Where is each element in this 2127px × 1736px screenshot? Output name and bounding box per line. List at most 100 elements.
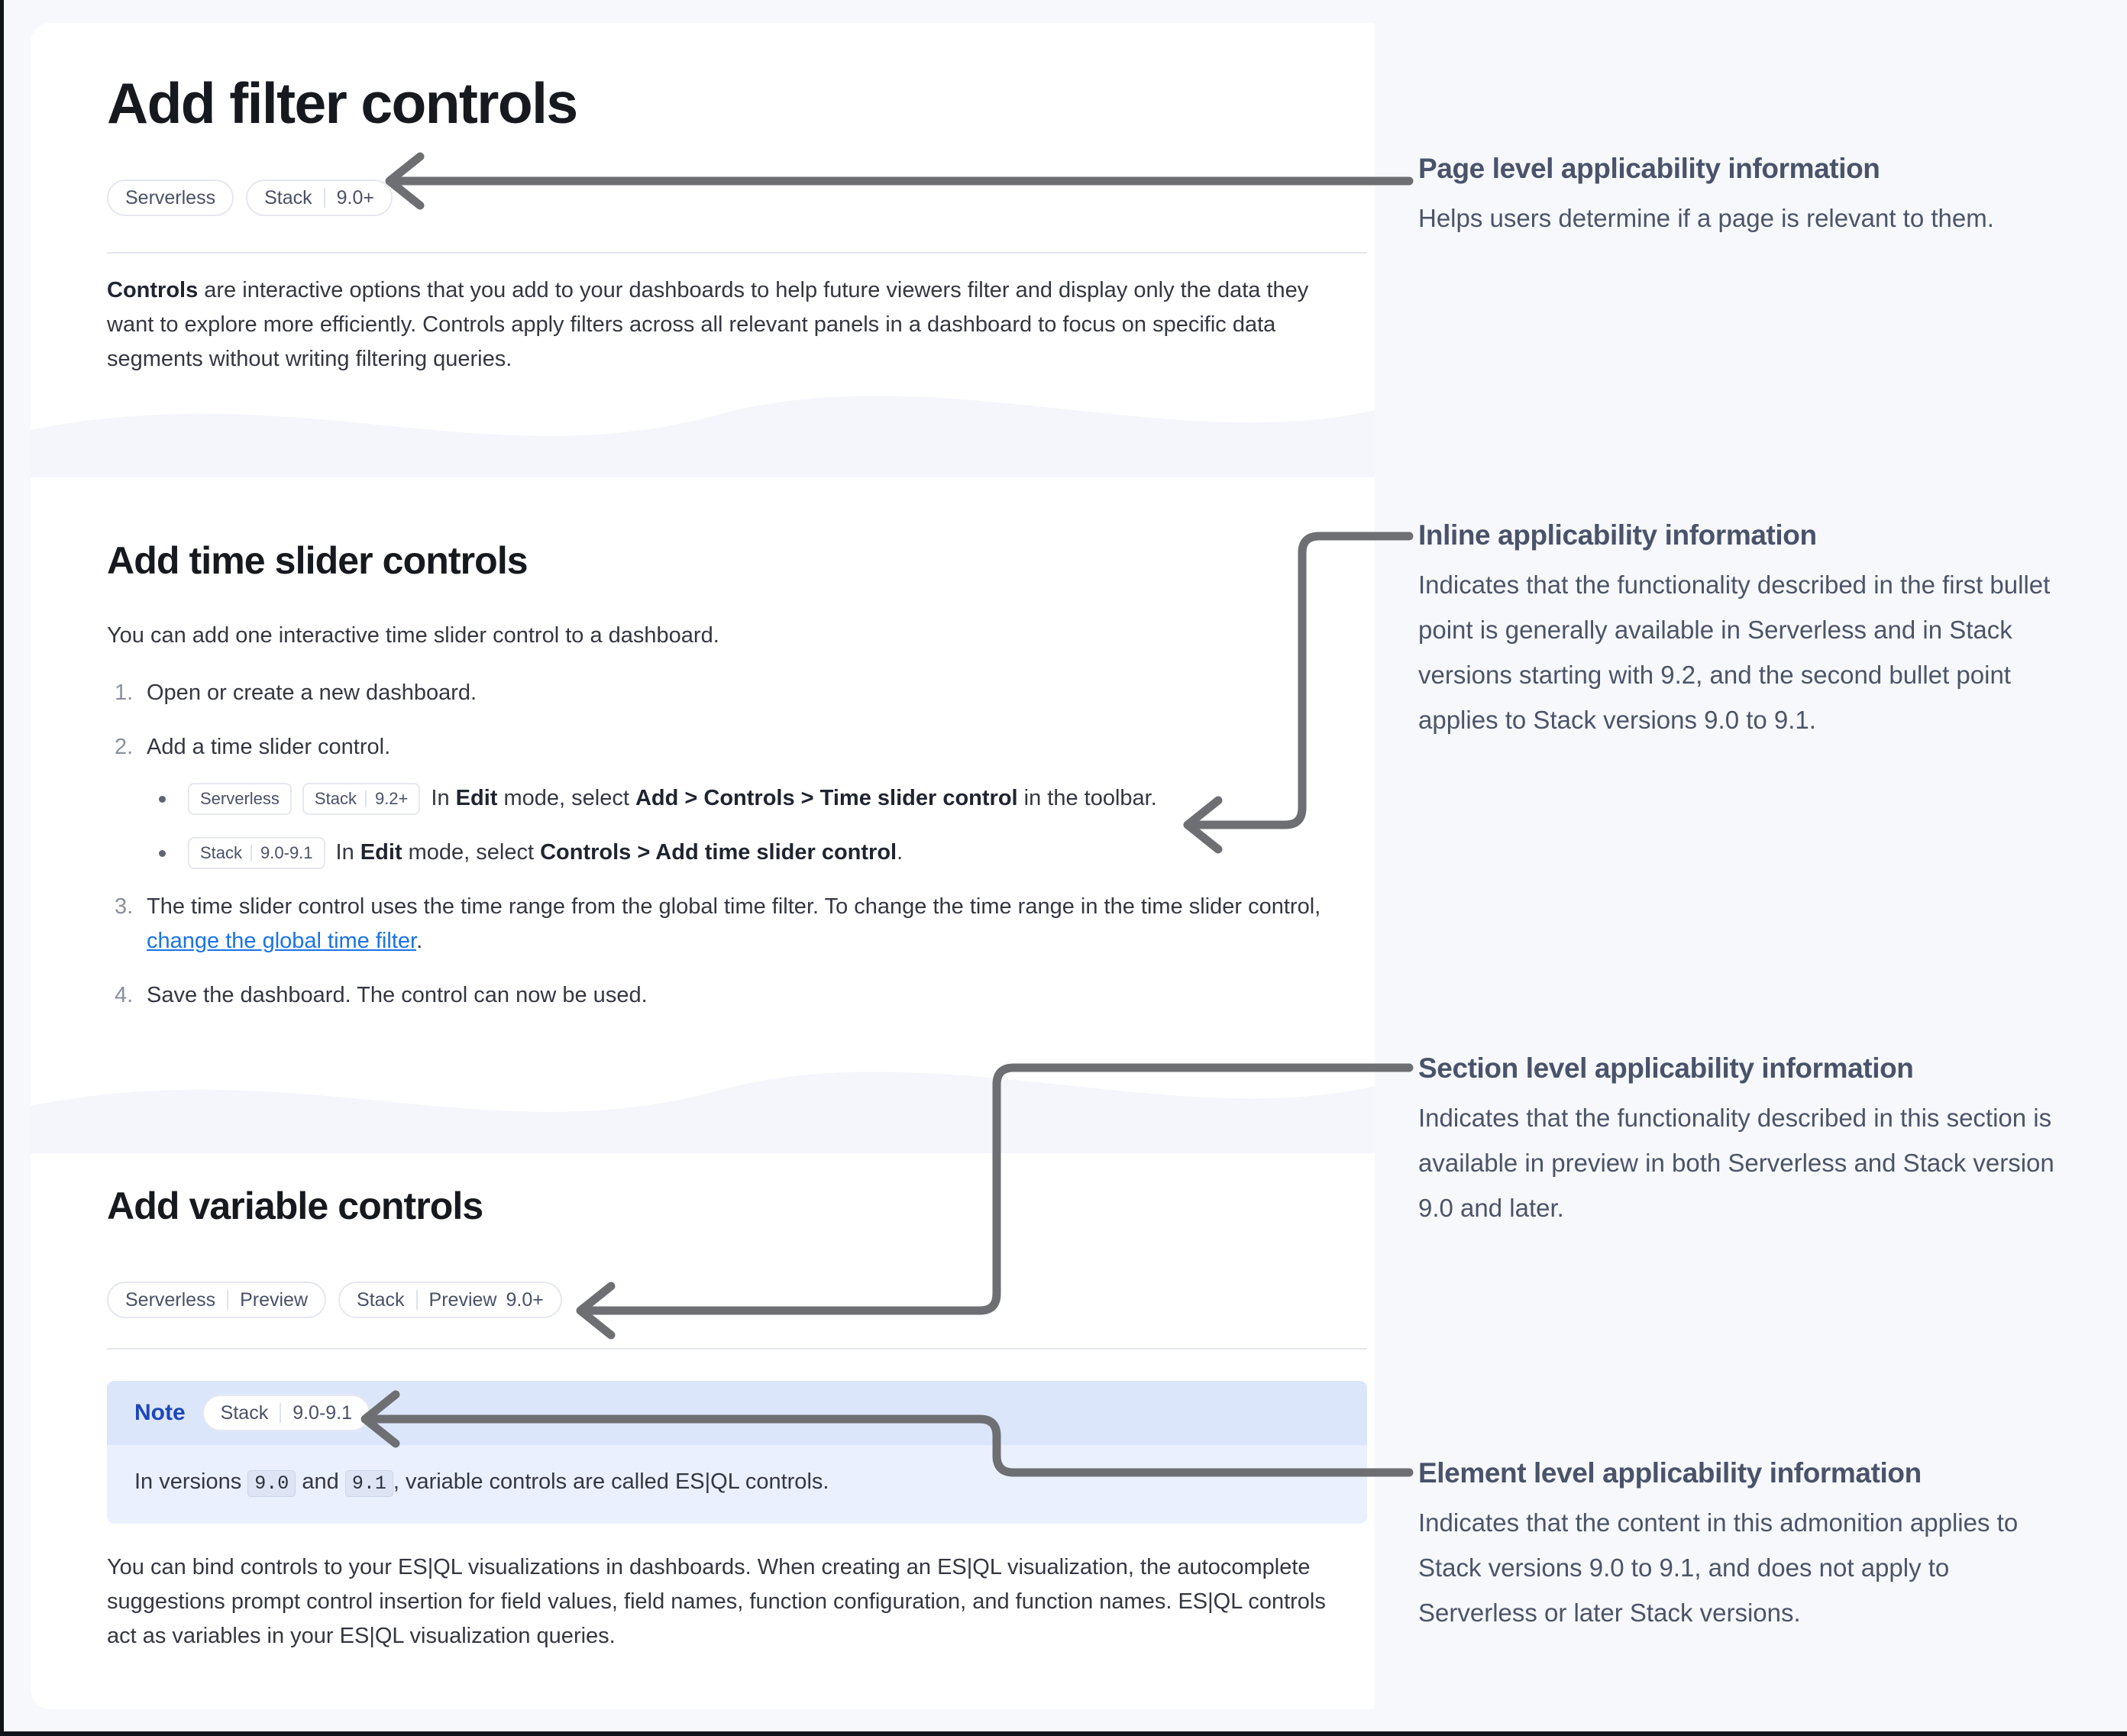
- seg-bold: Edit: [360, 840, 402, 865]
- badge-name: Serverless: [125, 1288, 216, 1311]
- step-number: 3.: [115, 894, 134, 919]
- annotation-body: Indicates that the content in this admon…: [1418, 1508, 2019, 1627]
- step-text: The time slider control uses the time ra…: [147, 894, 1321, 919]
- inline-code-version-90: 9.0: [247, 1470, 296, 1497]
- step-number: 2.: [115, 735, 134, 759]
- note-text: and: [296, 1469, 345, 1494]
- badge-serverless-preview[interactable]: Serverless Preview: [107, 1282, 327, 1318]
- badge-separator: [323, 188, 325, 208]
- badge-version: 9.0+: [336, 186, 374, 209]
- inline-badge-serverless[interactable]: Serverless: [188, 782, 292, 815]
- inline-badge-stack[interactable]: Stack 9.2+: [302, 782, 421, 815]
- time-slider-lede: You can add one interactive time slider …: [107, 623, 719, 648]
- seg-bold: >: [678, 786, 704, 810]
- inline-code-version-91: 9.1: [344, 1470, 393, 1497]
- badge-stack-preview[interactable]: Stack Preview 9.0+: [338, 1282, 562, 1318]
- annotation-heading: Inline applicability information: [1418, 519, 1817, 551]
- badge-version: 9.0+: [506, 1288, 544, 1311]
- badge-separator: [251, 844, 253, 862]
- annotation-inline: Inline applicability information Indicat…: [1418, 519, 2060, 742]
- sub-bullet-text: In Edit mode, select Controls > Add time…: [336, 836, 903, 870]
- seg: mode, select: [497, 786, 635, 810]
- step-text: Open or create a new dashboard.: [147, 680, 477, 705]
- seg-bold: Controls: [703, 786, 795, 810]
- bullet-dot-icon: [159, 796, 166, 803]
- step-text-tail: .: [416, 929, 423, 953]
- step-text: Add a time slider control.: [147, 735, 391, 759]
- annotation-body: Helps users determine if a page is relev…: [1418, 204, 1994, 232]
- seg: In: [335, 840, 360, 865]
- time-slider-steps: 1. Open or create a new dashboard. 2. Ad…: [110, 676, 1363, 1033]
- annotation-section-level: Section level applicability information …: [1418, 1052, 2060, 1230]
- seg: In: [431, 786, 456, 810]
- step-text: Save the dashboard. The control can now …: [147, 983, 648, 1007]
- inline-badge-stack[interactable]: Stack 9.0-9.1: [188, 836, 325, 869]
- intro-text: are interactive options that you add to …: [107, 278, 1309, 371]
- note-body: In versions 9.0 and 9.1, variable contro…: [107, 1445, 1367, 1524]
- sub-bullet-text: In Edit mode, select Add > Controls > Ti…: [431, 781, 1156, 816]
- step-item: 4. Save the dashboard. The control can n…: [110, 978, 1363, 1013]
- badge-name: Serverless: [200, 789, 280, 808]
- note-admonition: Note Stack 9.0-9.1 In versions 9.0 and 9…: [107, 1381, 1367, 1524]
- section-divider: [107, 1348, 1367, 1350]
- badge-lifecycle: Preview: [240, 1288, 309, 1311]
- global-time-filter-link[interactable]: change the global time filter: [147, 929, 417, 953]
- badge-separator: [280, 1403, 282, 1423]
- sub-bullet-item: Serverless Stack 9.2+ In Edit mode, sele…: [147, 781, 1363, 816]
- badge-version: 9.0-9.1: [293, 1401, 353, 1424]
- badge-name: Stack: [314, 789, 357, 808]
- badge-serverless[interactable]: Serverless: [107, 179, 234, 216]
- note-text: , variable controls are called ES|QL con…: [393, 1469, 829, 1494]
- variable-controls-paragraph: You can bind controls to your ES|QL visu…: [107, 1555, 1326, 1648]
- page-title: Add filter controls: [107, 71, 578, 135]
- seg-bold: Controls: [540, 840, 632, 865]
- badge-name: Stack: [220, 1401, 269, 1424]
- section-applicability-badges: Serverless Preview Stack Preview 9.0+: [107, 1282, 562, 1318]
- seg-bold: >: [794, 786, 820, 810]
- annotation-element-level: Element level applicability information …: [1418, 1457, 2060, 1635]
- seg: .: [897, 840, 903, 865]
- badge-separator: [227, 1290, 229, 1310]
- note-label: Note: [134, 1400, 186, 1425]
- wave-divider-2: [31, 1072, 1375, 1153]
- intro-paragraph: Controls are interactive options that yo…: [107, 273, 1344, 377]
- annotation-heading: Section level applicability information: [1418, 1052, 1914, 1084]
- seg-bold: Time slider control: [819, 786, 1018, 810]
- bullet-dot-icon: [159, 850, 166, 857]
- annotation-heading: Element level applicability information: [1418, 1457, 1922, 1489]
- badge-name: Stack: [264, 186, 312, 209]
- sub-bullet-item: Stack 9.0-9.1 In Edit mode, select Contr…: [147, 836, 1363, 870]
- seg-bold: Add: [635, 786, 679, 810]
- section-title-variable-controls: Add variable controls: [107, 1185, 483, 1227]
- badge-separator: [415, 1290, 418, 1310]
- seg-bold: Add time slider control: [655, 840, 897, 865]
- badge-name: Stack: [200, 843, 243, 862]
- step-item: 3. The time slider control uses the time…: [110, 890, 1363, 959]
- seg-bold: >: [631, 840, 656, 865]
- badge-version: 9.0-9.1: [260, 843, 313, 862]
- step-number: 1.: [115, 680, 134, 705]
- badge-name: Serverless: [125, 186, 216, 209]
- section-title-time-slider: Add time slider controls: [107, 539, 529, 582]
- seg: in the toolbar.: [1017, 786, 1157, 810]
- annotation-body: Indicates that the functionality describ…: [1418, 571, 2051, 734]
- annotation-heading: Page level applicability information: [1418, 153, 1880, 184]
- annotation-body: Indicates that the functionality describ…: [1418, 1104, 2054, 1222]
- seg: mode, select: [402, 840, 541, 865]
- step-number: 4.: [115, 983, 134, 1007]
- badge-version: 9.2+: [374, 789, 409, 808]
- seg-bold: Edit: [455, 786, 498, 810]
- intro-lead-term: Controls: [107, 278, 199, 302]
- page-applicability-badges: Serverless Stack 9.0+: [107, 179, 393, 216]
- note-badge-stack[interactable]: Stack 9.0-9.1: [202, 1395, 371, 1431]
- step-item: 2. Add a time slider control. Serverless…: [110, 730, 1363, 870]
- badge-name: Stack: [357, 1288, 405, 1311]
- badge-separator: [364, 790, 367, 807]
- documentation-card: Add filter controls Serverless Stack 9.0…: [31, 23, 1375, 1709]
- wave-divider-1: [31, 396, 1375, 477]
- time-slider-sub-bullets: Serverless Stack 9.2+ In Edit mode, sele…: [147, 781, 1363, 870]
- note-header: Note Stack 9.0-9.1: [107, 1381, 1367, 1445]
- header-divider: [107, 252, 1367, 254]
- badge-stack[interactable]: Stack 9.0+: [246, 179, 393, 216]
